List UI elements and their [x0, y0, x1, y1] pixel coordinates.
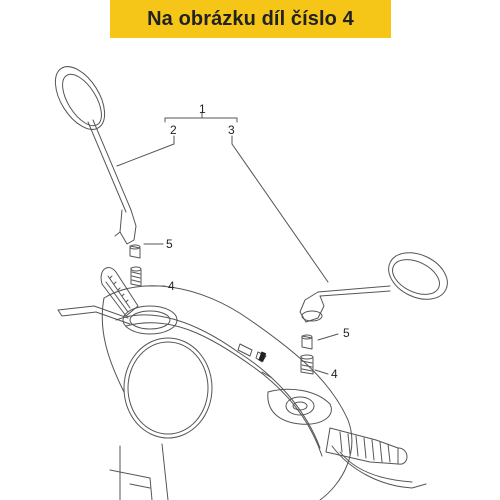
- callout-4-right: 4: [331, 367, 338, 381]
- callout-5-left: 5: [166, 237, 173, 251]
- title-banner: Na obrázku díl číslo 4: [110, 0, 391, 38]
- left-grip: [57, 267, 139, 325]
- left-mirror: [54, 66, 137, 245]
- right-grip: [325, 427, 427, 489]
- part-4-bolt-left: [130, 266, 142, 287]
- handlebar-body: [101, 285, 353, 500]
- callout-1: 1: [199, 102, 206, 116]
- part-5-nut-right: [301, 334, 313, 350]
- title-text: Na obrázku díl číslo 4: [147, 7, 354, 30]
- callout-2: 2: [170, 123, 177, 137]
- callout-4-left: 4: [168, 279, 175, 293]
- steering-column: [109, 443, 169, 500]
- leader-lines: [116, 111, 339, 375]
- callout-3: 3: [228, 123, 235, 137]
- callout-5-right: 5: [343, 326, 350, 340]
- marker-tab: [258, 351, 267, 362]
- switch-housing: [267, 388, 332, 425]
- part-5-nut-left: [129, 244, 141, 259]
- headlight: [123, 337, 213, 439]
- right-mirror: [299, 252, 448, 323]
